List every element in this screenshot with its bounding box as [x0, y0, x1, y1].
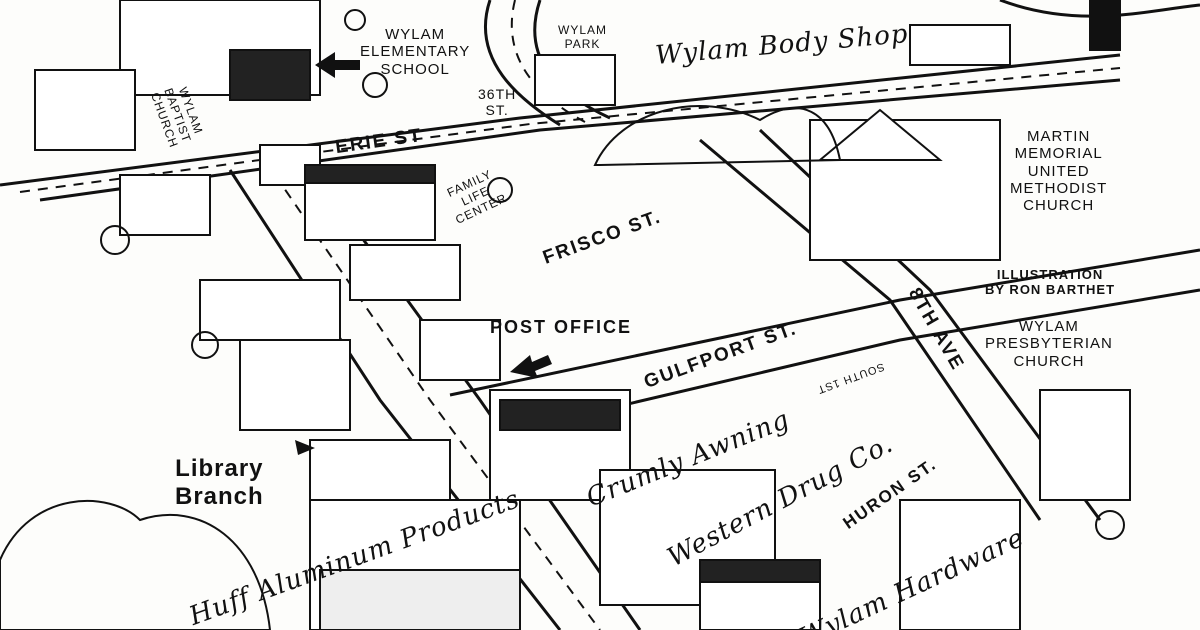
- gulfport-st-edge: [559, 288, 1200, 422]
- label-line: PARK: [564, 36, 601, 51]
- tree-cluster: [0, 499, 272, 630]
- label-36th-st: 36TH ST.: [478, 86, 516, 118]
- label-line: CHURCH: [1013, 352, 1085, 370]
- post-office-building: [419, 319, 501, 381]
- label-line: SCHOOL: [380, 60, 450, 78]
- label-line: Library: [175, 455, 264, 482]
- arrow-icon-school: [315, 52, 360, 78]
- wylam-park-building: [534, 54, 616, 106]
- label-illustration-credit: ILLUSTRATION BY RON BARTHET: [985, 267, 1116, 298]
- label-line: WYLAM: [558, 23, 608, 37]
- label-elementary-school: WYLAM ELEMENTARY SCHOOL: [360, 26, 470, 78]
- label-line: UNITED: [1027, 162, 1090, 180]
- gulfport-st-road: [449, 248, 1200, 397]
- hedge-row: [593, 105, 842, 166]
- presbyterian-church-building: [1039, 389, 1131, 501]
- label-line: PRESBYTERIAN: [985, 335, 1113, 353]
- label-line: ELEMENTARY: [360, 43, 471, 61]
- label-line: METHODIST: [1010, 179, 1108, 197]
- label-line: CHURCH: [1023, 197, 1095, 214]
- label-library-branch: Library Branch: [175, 455, 264, 510]
- label-line: BY RON BARTHET: [985, 281, 1116, 297]
- label-line: WYLAM: [385, 26, 446, 43]
- label-line: Branch: [175, 482, 264, 510]
- eighth-ave-road: [699, 138, 1042, 521]
- baptist-church-building: [34, 69, 136, 151]
- label-line: WYLAM: [1018, 318, 1079, 335]
- label-martin-memorial: MARTIN MEMORIAL UNITED METHODIST CHURCH: [1010, 128, 1107, 214]
- label-line: 36TH: [478, 86, 517, 102]
- label-line: MEMORIAL: [1014, 145, 1103, 163]
- label-post-office: POST OFFICE: [490, 317, 633, 337]
- arrow-icon-library: [295, 440, 315, 455]
- 36th-st-road: [483, 0, 561, 127]
- label-line: MARTIN: [1027, 128, 1091, 145]
- label-presbyterian-church: WYLAM PRESBYTERIAN CHURCH: [985, 318, 1113, 370]
- label-line: ILLUSTRATION: [996, 267, 1104, 282]
- library-building: [309, 439, 451, 511]
- label-line: ST.: [485, 102, 509, 119]
- label-wylam-park: WYLAM PARK: [558, 23, 608, 52]
- arrow-icon-post-office: [510, 355, 552, 378]
- erie-st-road: [0, 53, 1121, 187]
